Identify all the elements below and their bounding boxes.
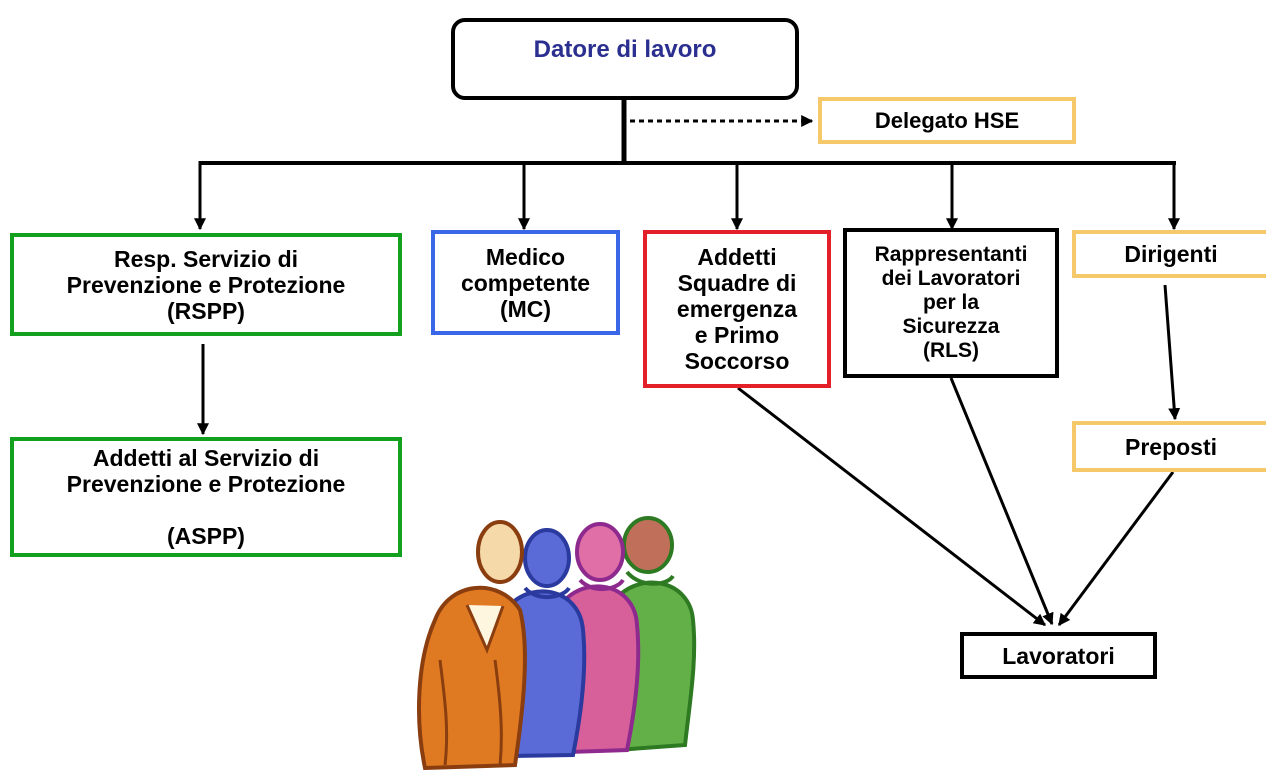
- datore-di-lavoro-label: Datore di lavoro: [533, 36, 717, 63]
- arrow-dirigenti-to-preposti: [1163, 284, 1181, 421]
- worker-figure-orange: [417, 520, 527, 770]
- arrow-addetti-to-lavoratori: [737, 386, 1046, 627]
- preposti-label: Preposti: [1124, 433, 1218, 460]
- rls-box: Rappresentanti dei Lavoratori per la Sic…: [843, 228, 1059, 378]
- preposti-box: Preposti: [1072, 421, 1266, 472]
- rls-label: Rappresentanti dei Lavoratori per la Sic…: [874, 243, 1028, 362]
- delegato-hse-box: Delegato HSE: [818, 97, 1076, 144]
- aspp-label: Addetti al Servizio di Prevenzione e Pro…: [66, 445, 346, 549]
- dirigenti-label: Dirigenti: [1124, 241, 1218, 267]
- medico-competente-label: Medico competente (MC): [460, 243, 591, 322]
- arrow-rls-to-lavoratori: [949, 377, 1054, 626]
- dirigenti-box: Dirigenti: [1072, 230, 1266, 278]
- lavoratori-box: Lavoratori: [960, 632, 1157, 679]
- lavoratori-label: Lavoratori: [1002, 642, 1115, 669]
- rspp-box: Resp. Servizio di Prevenzione e Protezio…: [10, 233, 402, 336]
- delegato-hse-label: Delegato HSE: [874, 107, 1020, 133]
- arrow-preposti-to-lavoratori: [1057, 471, 1175, 626]
- rspp-label: Resp. Servizio di Prevenzione e Protezio…: [66, 245, 346, 324]
- aspp-box: Addetti al Servizio di Prevenzione e Pro…: [10, 437, 402, 557]
- addetti-emergenza-label: Addetti Squadre di emergenza e Primo Soc…: [676, 244, 798, 374]
- medico-competente-box: Medico competente (MC): [431, 230, 620, 335]
- group-of-workers-icon: [417, 516, 697, 770]
- datore-di-lavoro-box: Datore di lavoro: [451, 18, 799, 100]
- addetti-emergenza-box: Addetti Squadre di emergenza e Primo Soc…: [643, 230, 831, 388]
